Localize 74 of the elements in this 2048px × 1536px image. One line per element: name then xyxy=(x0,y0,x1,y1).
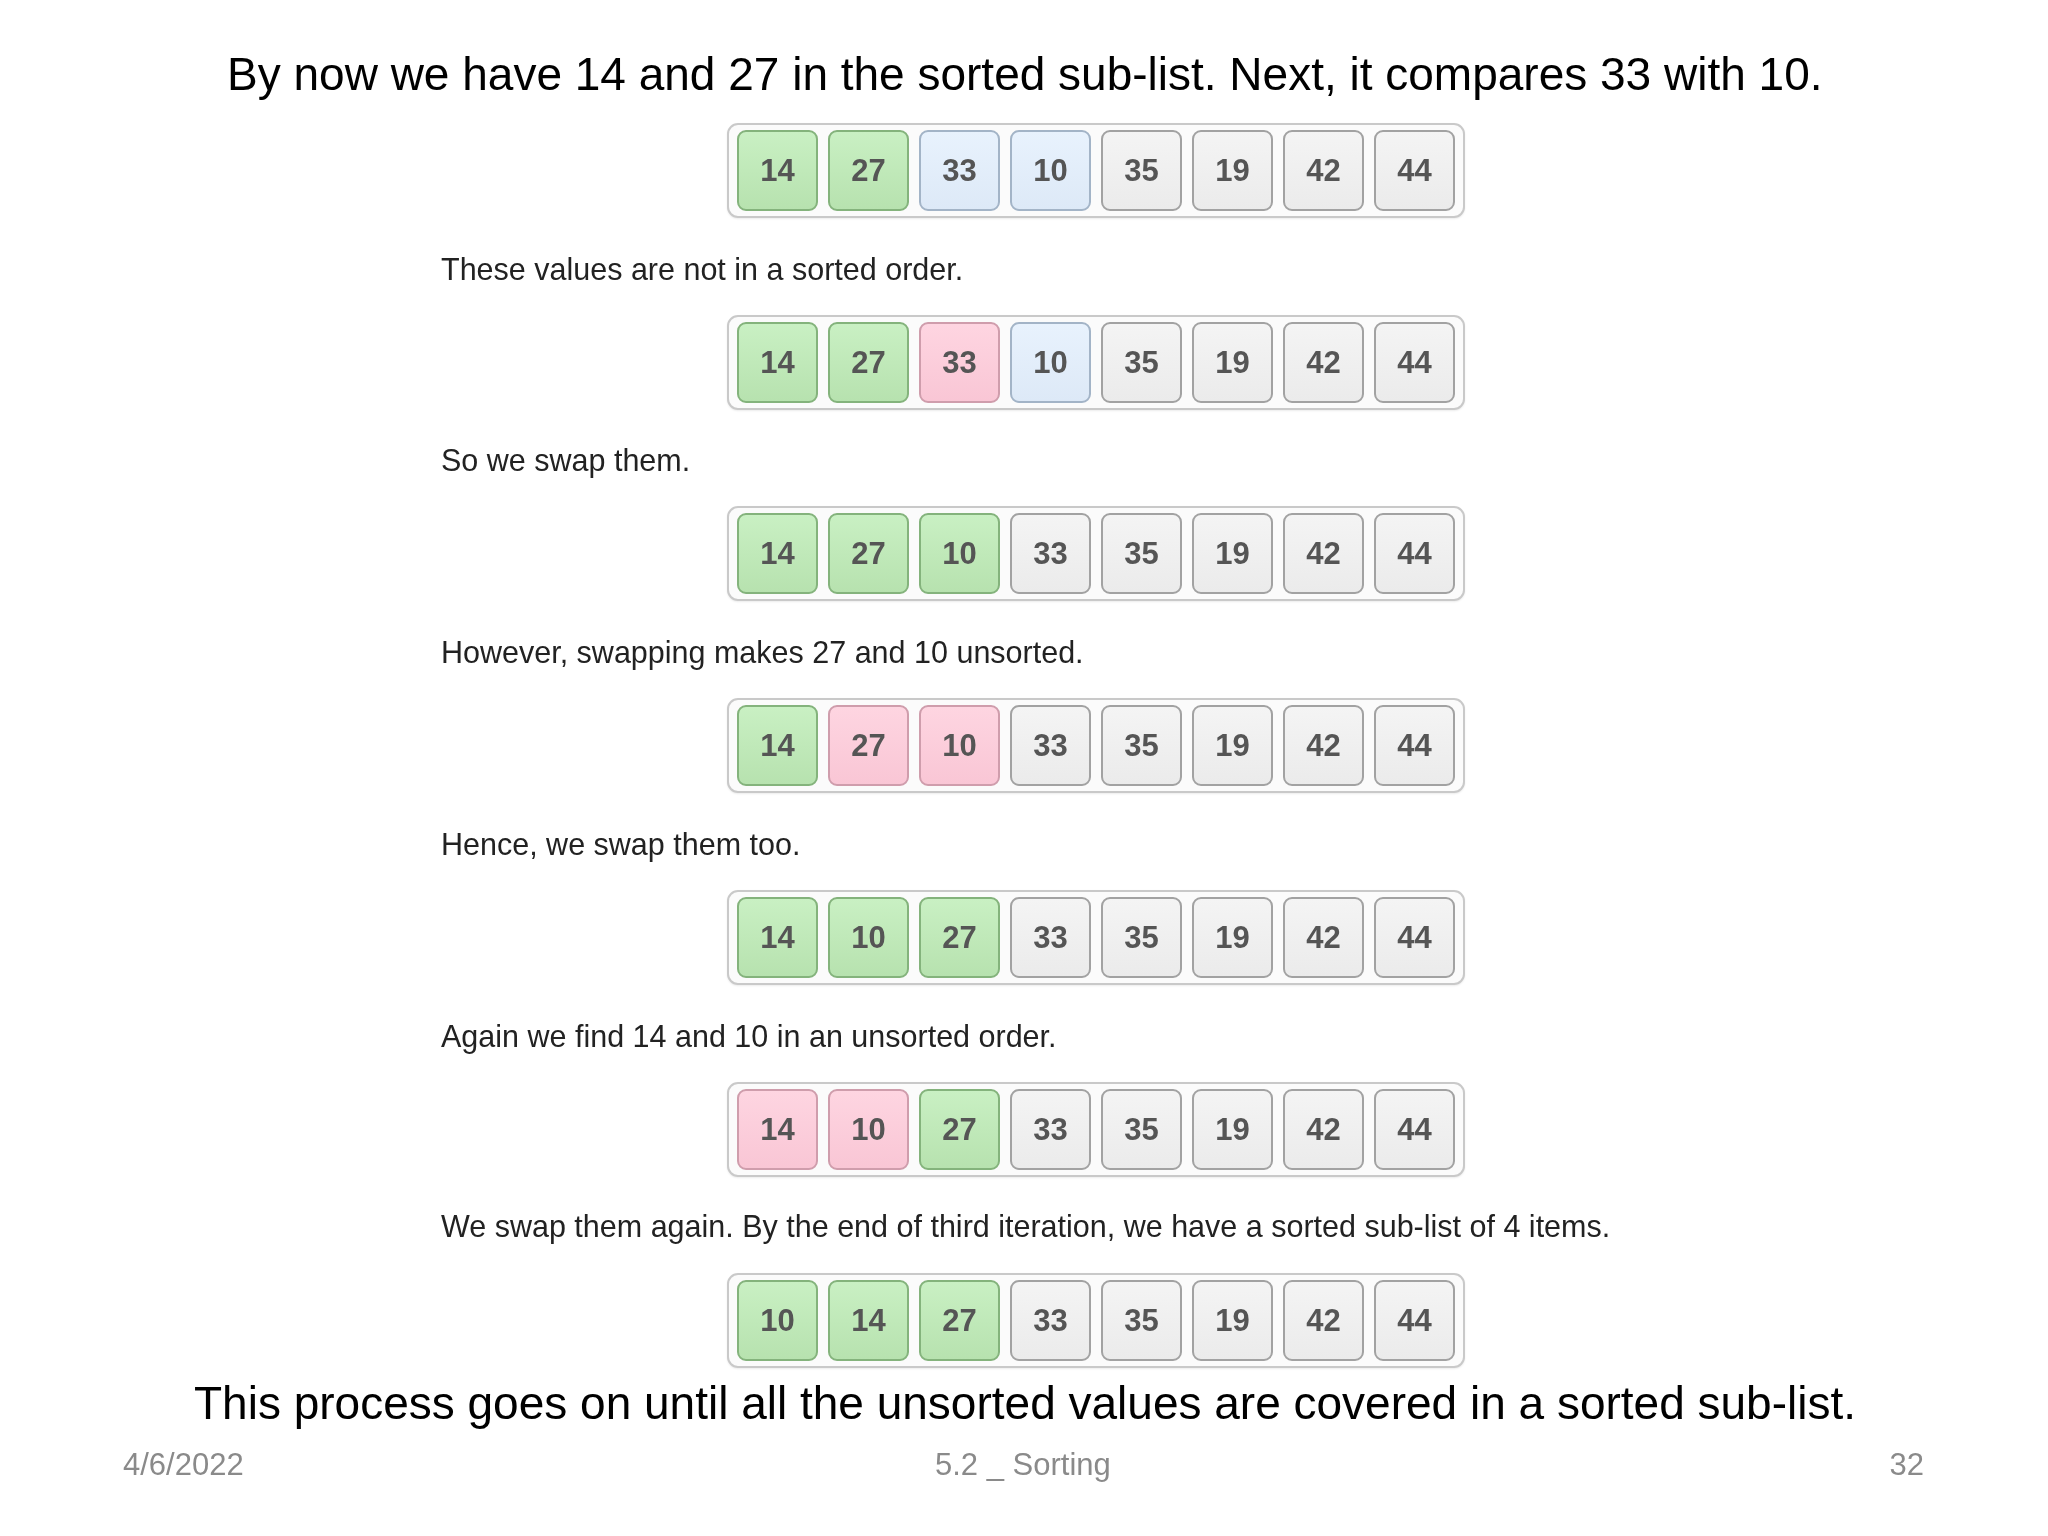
value-cell: 44 xyxy=(1374,130,1455,211)
value-cell: 44 xyxy=(1374,322,1455,403)
array-row xyxy=(727,123,1465,218)
value-cell: 14 xyxy=(737,130,818,211)
slide-caption: This process goes on until all the unsorted values are covered in a sorted sub-list. xyxy=(194,1376,1856,1430)
value-cell: 42 xyxy=(1283,322,1364,403)
value-cell: 42 xyxy=(1283,130,1364,211)
array-row xyxy=(727,1273,1465,1368)
value-cell: 10 xyxy=(828,1089,909,1170)
value-cell: 10 xyxy=(919,513,1000,594)
value-cell: 33 xyxy=(919,322,1000,403)
slide-number: 32 xyxy=(1889,1447,1924,1483)
value-cell: 35 xyxy=(1101,897,1182,978)
value-cell: 19 xyxy=(1192,1089,1273,1170)
value-cell: 14 xyxy=(737,705,818,786)
value-cell: 35 xyxy=(1101,513,1182,594)
value-cell: 14 xyxy=(737,897,818,978)
value-cell: 42 xyxy=(1283,513,1364,594)
value-cell: 35 xyxy=(1101,1089,1182,1170)
value-cell: 19 xyxy=(1192,705,1273,786)
value-cell: 33 xyxy=(919,130,1000,211)
step-description: So we swap them. xyxy=(441,442,691,478)
value-cell: 35 xyxy=(1101,1280,1182,1361)
value-cell: 10 xyxy=(1010,322,1091,403)
value-cell: 44 xyxy=(1374,1089,1455,1170)
footer-title: 5.2 _ Sorting xyxy=(935,1447,1111,1483)
step-description: We swap them again. By the end of third iteration, we have a sorted sub-list of 4 items. xyxy=(441,1208,1611,1244)
value-cell: 10 xyxy=(919,705,1000,786)
value-cell: 44 xyxy=(1374,1280,1455,1361)
footer-date: 4/6/2022 xyxy=(123,1447,244,1483)
value-cell: 14 xyxy=(737,322,818,403)
value-cell: 27 xyxy=(919,1280,1000,1361)
step-description: Again we find 14 and 10 in an unsorted order. xyxy=(441,1018,1057,1054)
value-cell: 35 xyxy=(1101,322,1182,403)
step-description: However, swapping makes 27 and 10 unsorted. xyxy=(441,634,1084,670)
value-cell: 42 xyxy=(1283,705,1364,786)
value-cell: 14 xyxy=(737,513,818,594)
value-cell: 27 xyxy=(828,322,909,403)
value-cell: 19 xyxy=(1192,1280,1273,1361)
value-cell: 44 xyxy=(1374,513,1455,594)
value-cell: 10 xyxy=(1010,130,1091,211)
value-cell: 14 xyxy=(737,1089,818,1170)
step-description: Hence, we swap them too. xyxy=(441,826,801,862)
value-cell: 27 xyxy=(828,513,909,594)
value-cell: 42 xyxy=(1283,1089,1364,1170)
value-cell: 33 xyxy=(1010,705,1091,786)
value-cell: 14 xyxy=(828,1280,909,1361)
slide-title: By now we have 14 and 27 in the sorted sub-list. Next, it compares 33 with 10. xyxy=(227,47,1823,101)
value-cell: 19 xyxy=(1192,897,1273,978)
value-cell: 44 xyxy=(1374,705,1455,786)
array-row xyxy=(727,315,1465,410)
value-cell: 35 xyxy=(1101,705,1182,786)
value-cell: 42 xyxy=(1283,1280,1364,1361)
value-cell: 27 xyxy=(919,1089,1000,1170)
value-cell: 19 xyxy=(1192,322,1273,403)
value-cell: 10 xyxy=(737,1280,818,1361)
value-cell: 27 xyxy=(828,705,909,786)
value-cell: 33 xyxy=(1010,897,1091,978)
step-description: These values are not in a sorted order. xyxy=(441,251,964,287)
array-row xyxy=(727,506,1465,601)
value-cell: 27 xyxy=(919,897,1000,978)
value-cell: 10 xyxy=(828,897,909,978)
value-cell: 33 xyxy=(1010,513,1091,594)
array-row xyxy=(727,1082,1465,1177)
value-cell: 35 xyxy=(1101,130,1182,211)
array-row xyxy=(727,698,1465,793)
value-cell: 19 xyxy=(1192,513,1273,594)
value-cell: 42 xyxy=(1283,897,1364,978)
value-cell: 33 xyxy=(1010,1280,1091,1361)
value-cell: 19 xyxy=(1192,130,1273,211)
value-cell: 33 xyxy=(1010,1089,1091,1170)
value-cell: 44 xyxy=(1374,897,1455,978)
value-cell: 27 xyxy=(828,130,909,211)
array-row xyxy=(727,890,1465,985)
